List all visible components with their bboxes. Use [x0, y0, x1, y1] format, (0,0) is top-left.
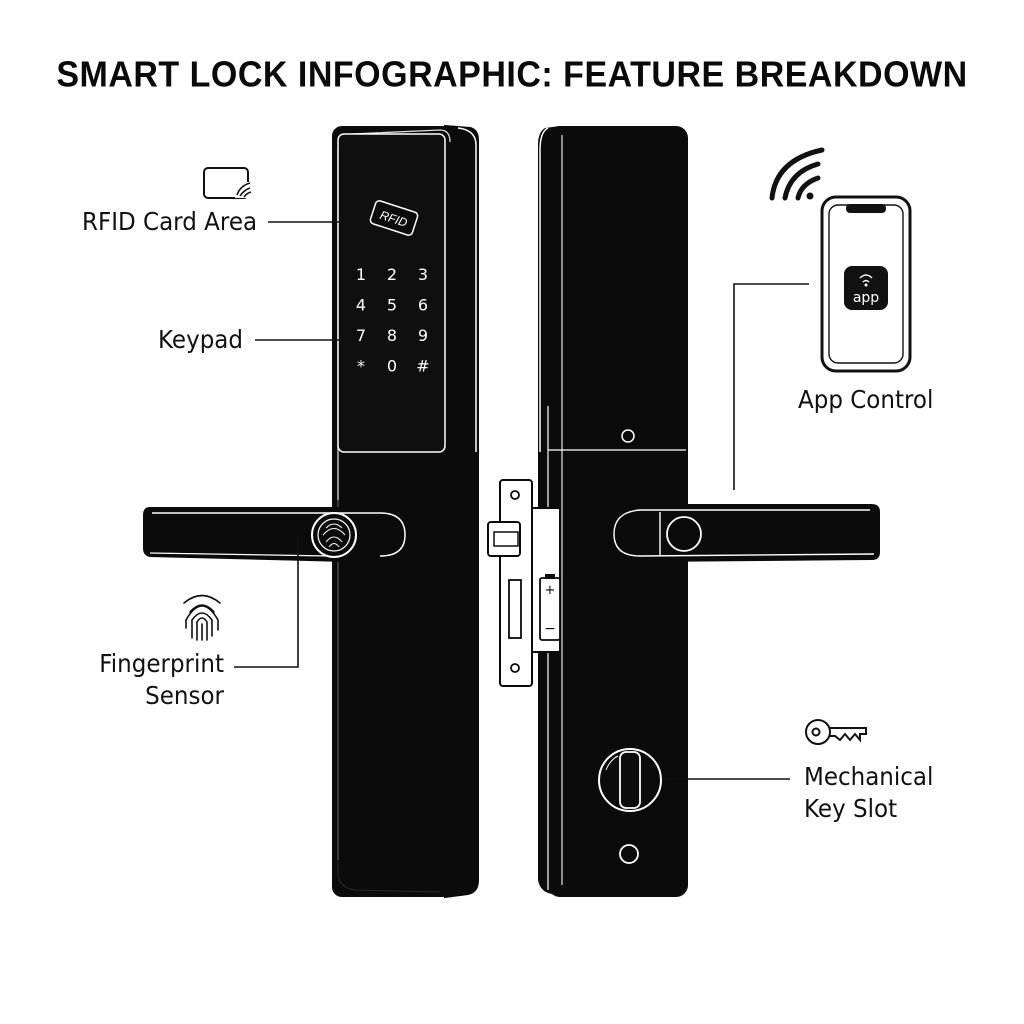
svg-text:−: − [544, 621, 556, 637]
keypad-key: 6 [418, 296, 428, 315]
key-icon [805, 719, 867, 745]
keypad-key: # [416, 357, 429, 376]
keypad-label: Keypad [158, 325, 243, 354]
app-control-leader-line [733, 283, 809, 490]
page-title: SMART LOCK INFOGRAPHIC: FEATURE BREAKDOW… [56, 55, 968, 95]
smartphone-icon: app [820, 195, 912, 373]
upper-screw [621, 429, 635, 443]
mechanical-key-slot [598, 748, 662, 812]
keypad-key: 9 [418, 326, 428, 345]
fingerprint-sensor-label: Fingerprint Sensor [92, 648, 224, 712]
keypad-key: 4 [356, 296, 366, 315]
keypad-key: 0 [387, 357, 397, 376]
keypad-key: 8 [387, 326, 397, 345]
keypad-key: 7 [356, 326, 366, 345]
fingerprint-label-line2: Sensor [145, 681, 224, 710]
fingerprint-icon [183, 594, 221, 641]
back-handle [608, 504, 880, 562]
keypad-key: 2 [387, 265, 397, 284]
keypad-key: 1 [356, 265, 366, 284]
rfid-tag: RFID [369, 200, 419, 236]
keypad-key: 5 [387, 296, 397, 315]
key-slot-label-line2: Key Slot [804, 794, 898, 823]
rfid-card-icon [203, 167, 252, 199]
leader-lines [234, 221, 809, 780]
app-control-label: App Control [798, 385, 934, 414]
wifi-signal-icon [769, 147, 825, 201]
keypad-glass-panel [337, 133, 446, 453]
front-handle [143, 507, 414, 564]
keypad-key: * [357, 357, 365, 376]
keypad-key: 3 [418, 265, 428, 284]
keypad-keys: 1 2 3 4 5 6 7 8 9 * 0 # [356, 265, 430, 376]
handle-fingerprint-sensor [311, 512, 357, 558]
app-icon-text: app [853, 290, 879, 306]
key-slot-label-line1: Mechanical [804, 762, 934, 791]
rfid-card-area-label: RFID Card Area [82, 207, 258, 236]
battery-icon: + − [539, 574, 561, 641]
lower-screw [619, 844, 639, 864]
mechanical-key-slot-label: Mechanical Key Slot [804, 761, 933, 825]
fingerprint-leader-line [234, 536, 299, 668]
fingerprint-label-line1: Fingerprint [99, 649, 224, 678]
svg-text:+: + [545, 583, 556, 598]
app-icon [844, 266, 888, 310]
